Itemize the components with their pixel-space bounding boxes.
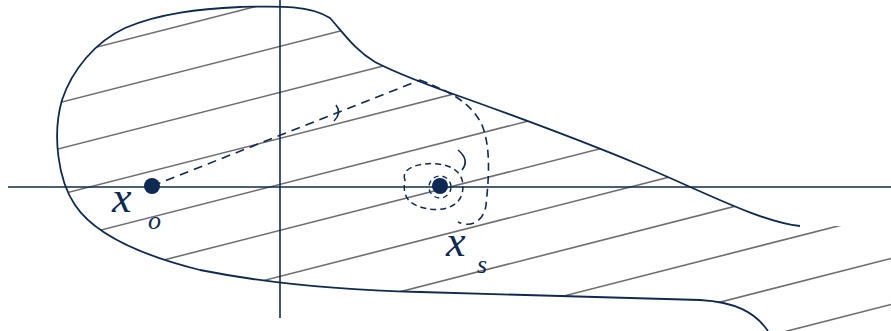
variable-letter: x — [446, 220, 466, 264]
hatch-line — [0, 29, 891, 256]
hatch-line — [0, 0, 891, 72]
point-dot — [432, 178, 448, 194]
hatch-line — [0, 213, 891, 331]
hatch-line — [0, 121, 891, 331]
dashed-neighbourhood — [429, 176, 451, 198]
point-dot — [144, 178, 160, 194]
variable-letter: x — [112, 176, 132, 220]
dashed-path — [420, 80, 489, 224]
region-outline — [57, 6, 800, 331]
subscript: s — [477, 252, 487, 278]
dashed-ray — [152, 80, 420, 186]
hatch-line — [0, 0, 891, 210]
dashed-neighbourhood — [404, 164, 463, 210]
hatch-line — [0, 75, 891, 302]
horizontal-axis — [8, 186, 891, 188]
hatch-line — [0, 0, 891, 26]
subscript: o — [148, 208, 161, 234]
direction-tick — [458, 150, 465, 170]
vertical-axis — [279, 0, 281, 318]
direction-tick — [334, 105, 339, 121]
hatch-line — [0, 0, 891, 118]
